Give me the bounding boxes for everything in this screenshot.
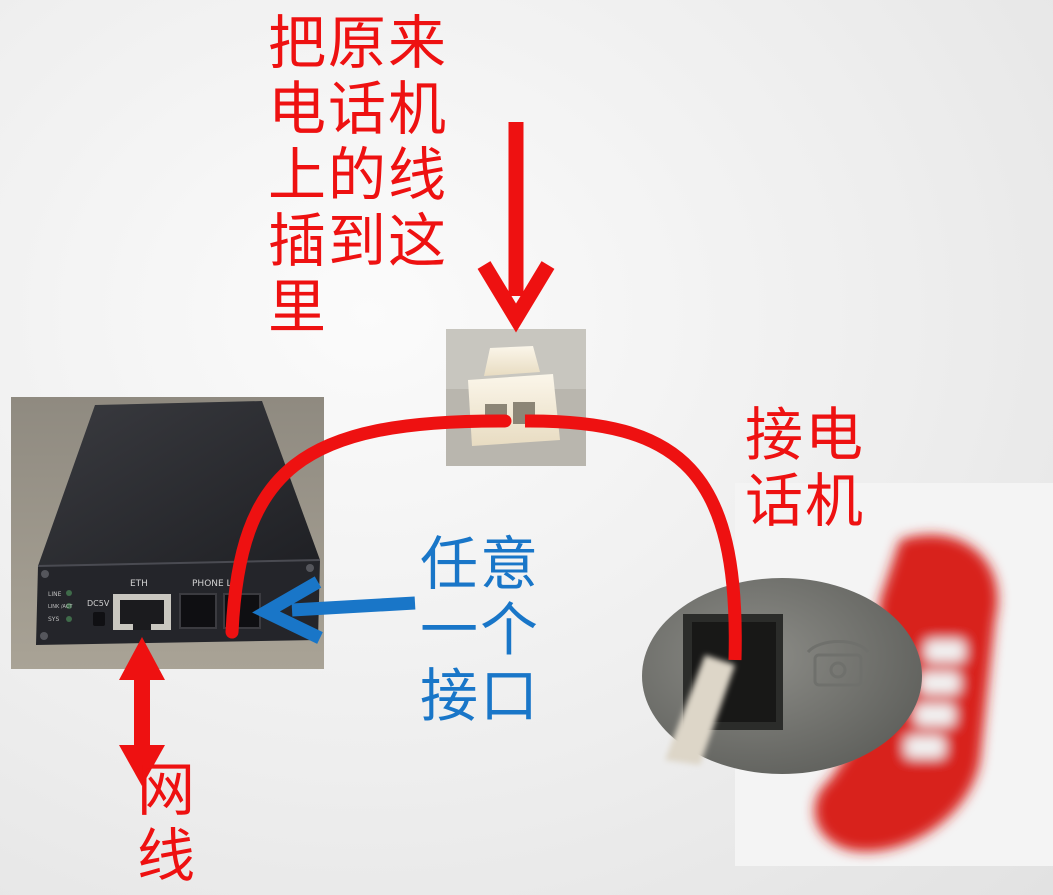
telephone-photo (642, 483, 1053, 866)
rj11-coupler-photo (446, 329, 586, 466)
phone-jack-zoom (642, 578, 922, 774)
eth-port-label: ETH (130, 579, 148, 589)
dc-power-jack (93, 612, 105, 626)
gateway-device-photo: LINE LINK /ACT SYS DC5V ETH PHONE LI (11, 397, 324, 669)
instruction-network-cable: 网 线 (137, 756, 198, 890)
phone-port (179, 593, 217, 629)
led-label: LINE (48, 591, 62, 598)
instruction-connect-phone: 接电 话机 (745, 401, 866, 535)
led-label: LINK /ACT (48, 604, 73, 610)
down-arrow (477, 122, 555, 333)
led-label: SYS (48, 616, 59, 623)
led-indicator (66, 616, 72, 622)
instruction-any-port: 任意 一个 接口 (420, 530, 541, 730)
telephone-icon (806, 640, 870, 687)
led-indicator (66, 603, 72, 609)
dc-power-label: DC5V (87, 599, 110, 608)
phone-line-label: PHONE LI (192, 579, 234, 589)
left-arrow (252, 576, 416, 644)
red-cable-right (524, 414, 742, 661)
instruction-plug-original-line: 把原来 电话机 上的线 插到这 里 (268, 9, 449, 341)
double-arrow (119, 637, 165, 786)
led-indicator (66, 590, 72, 596)
red-cable-left (225, 414, 512, 639)
